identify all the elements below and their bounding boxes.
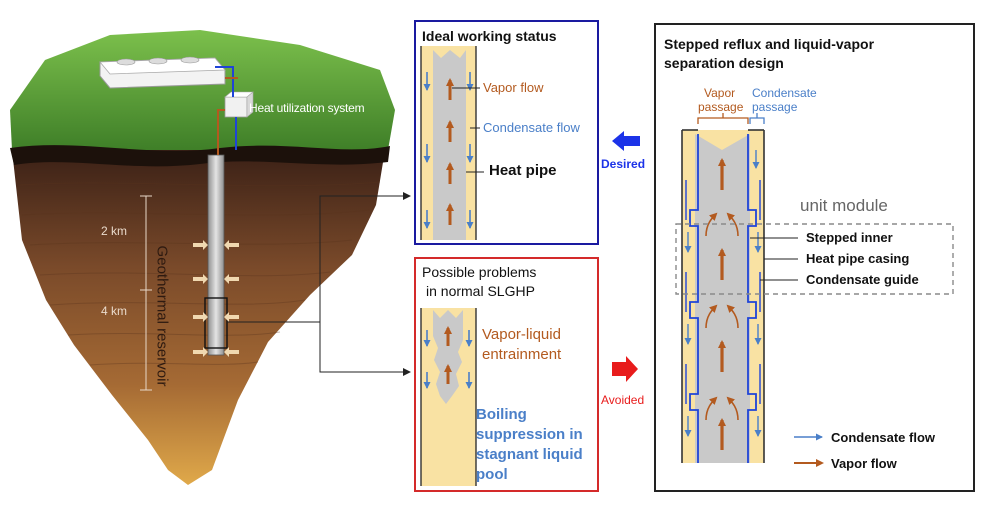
problem-heat-pipe: [420, 308, 477, 486]
stepped-pipe: [681, 129, 765, 463]
unit-module-outline: [675, 223, 954, 295]
desired-arrow-shape: [612, 131, 640, 151]
ideal-condensate-flow-label: Condensate flow: [483, 120, 580, 135]
passage-braces: [697, 113, 765, 124]
ideal-leader-lines: [452, 87, 484, 173]
desired-label: Desired: [601, 157, 646, 171]
unit-module-label: unit module: [800, 196, 888, 215]
ideal-panel-title: Ideal working status: [422, 28, 557, 44]
condensate-passage-label-line2: passage: [752, 100, 798, 114]
boiling-label-line2: suppression in: [476, 426, 583, 443]
wellbore-highlight-frame: [204, 297, 228, 349]
design-title-line1: Stepped reflux and liquid-vapor: [664, 36, 875, 52]
entrainment-label-line2: entrainment: [482, 346, 562, 363]
vapor-passage-label-line2: passage: [698, 100, 744, 114]
ground-dark-edge: [10, 145, 390, 167]
ideal-working-panel: [414, 20, 599, 245]
entrainment-label-line1: Vapor-liquid: [482, 326, 561, 343]
problem-title-line1: Possible problems: [422, 264, 537, 280]
heat-pipe-casing-label: Heat pipe casing: [806, 251, 910, 266]
depth-label-4km: 4 km: [101, 304, 128, 318]
depth-label-2km: 2 km: [101, 224, 128, 238]
surface-pipes: [215, 66, 238, 155]
problem-condensate-arrows: [423, 330, 473, 389]
boiling-label-line1: Boiling: [476, 406, 527, 423]
design-legend-marks: [794, 433, 824, 467]
design-condensate-arrows: [684, 150, 762, 437]
ground-cross-section: [10, 30, 395, 485]
legend-condensate-flow-label: Condensate flow: [831, 430, 936, 445]
legend-vapor-flow-label: Vapor flow: [831, 456, 897, 471]
boiling-label-line3: stagnant liquid: [476, 446, 583, 463]
condensate-passage-label-line1: Condensate: [752, 86, 817, 100]
design-title-line2: separation design: [664, 55, 784, 71]
stepped-inner-label: Stepped inner: [806, 230, 893, 245]
condensate-guide-label: Condensate guide: [806, 272, 919, 287]
heat-utilization-label: Heat utilization system: [249, 101, 365, 115]
possible-problems-panel: [414, 257, 599, 492]
soil-strata: [19, 181, 381, 366]
avoided-arrow-shape: [612, 356, 638, 382]
ideal-heat-pipe-label: Heat pipe: [489, 162, 557, 179]
problem-title-line2: in normal SLGHP: [426, 283, 535, 299]
ideal-vapor-flow-label: Vapor flow: [483, 80, 544, 95]
boiling-label-line4: pool: [476, 466, 508, 483]
avoided-label: Avoided: [601, 393, 645, 407]
ideal-heat-pipe: [420, 46, 484, 240]
design-leader-lines: [750, 237, 798, 281]
condensate-guides: [685, 180, 761, 404]
callout-lines: [227, 192, 411, 376]
design-vapor-arrows: [705, 158, 739, 450]
wellbore: [207, 154, 225, 356]
depth-scale: [140, 195, 152, 391]
heat-inflow-arrows: [193, 240, 239, 357]
surface-building: [99, 56, 226, 89]
vapor-passage-label-line1: Vapor: [704, 86, 736, 100]
grass-surface: [10, 30, 395, 150]
reservoir-label: Geothermal reservoir: [153, 245, 171, 387]
stepped-inner-walls: [689, 134, 757, 463]
design-panel: [654, 23, 975, 492]
ideal-condensate-arrows: [423, 72, 474, 229]
